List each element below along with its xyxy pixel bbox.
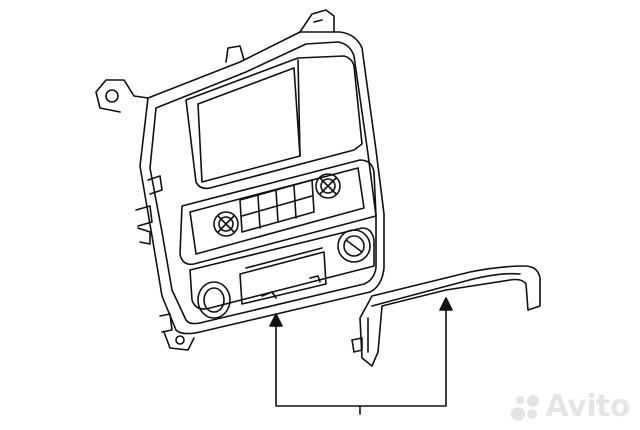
audio-knob-left (197, 281, 231, 319)
climate-panel (179, 159, 377, 266)
temp-knob-right (315, 173, 341, 199)
bezel-outer (139, 31, 385, 335)
trim-strip (351, 265, 541, 367)
media-slot (239, 247, 327, 305)
mount-tab-bottom-left (163, 331, 195, 351)
temp-knob-left (213, 211, 239, 237)
mount-ear-left (95, 79, 149, 113)
avito-logo-icon (510, 395, 539, 421)
callout-line-left (275, 309, 447, 407)
callout-arrows (269, 297, 453, 415)
arrowhead-left (269, 313, 283, 327)
display-frame (185, 55, 363, 190)
arrowhead-right (439, 297, 453, 311)
audio-knob-right (337, 229, 371, 263)
climate-buttons (239, 179, 315, 233)
watermark-text: Avito (545, 389, 631, 424)
mount-tab-top-left (225, 45, 245, 63)
radio-frame (189, 227, 375, 310)
mount-tab-top-right (299, 9, 335, 33)
center-console-bezel (95, 9, 385, 351)
avito-watermark: Avito (508, 389, 631, 424)
